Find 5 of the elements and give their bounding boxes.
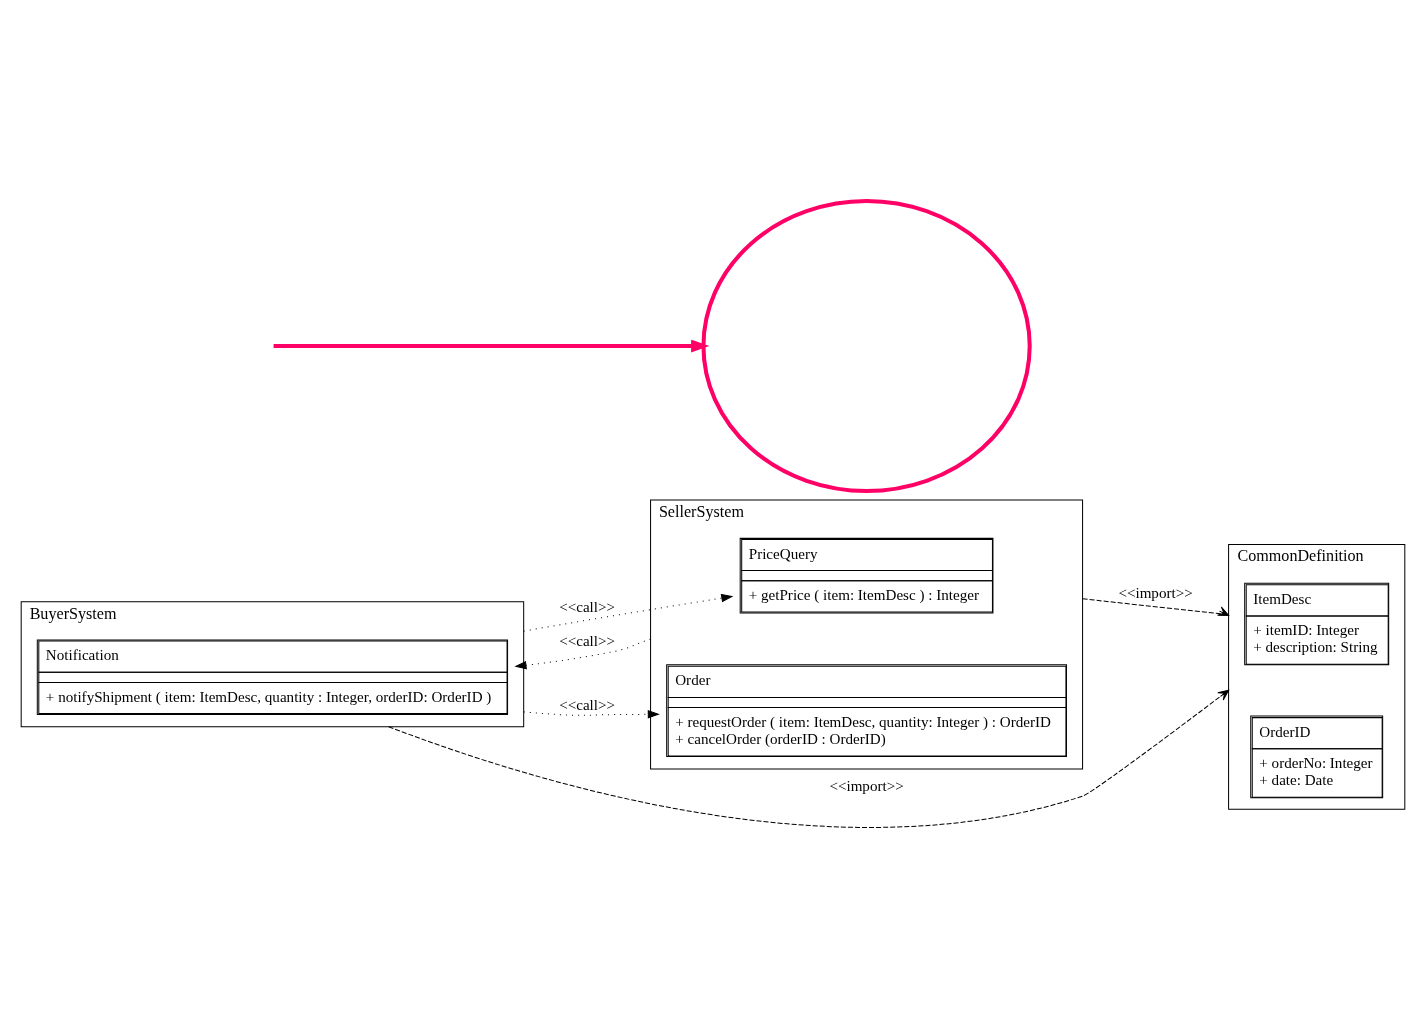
- edge-label: <<call>>: [559, 633, 616, 650]
- edge-label: <<import>>: [1118, 584, 1193, 601]
- edge-label: <<call>>: [559, 696, 616, 713]
- edge-label: <<import>>: [829, 778, 904, 795]
- edge-label: <<call>>: [559, 598, 616, 615]
